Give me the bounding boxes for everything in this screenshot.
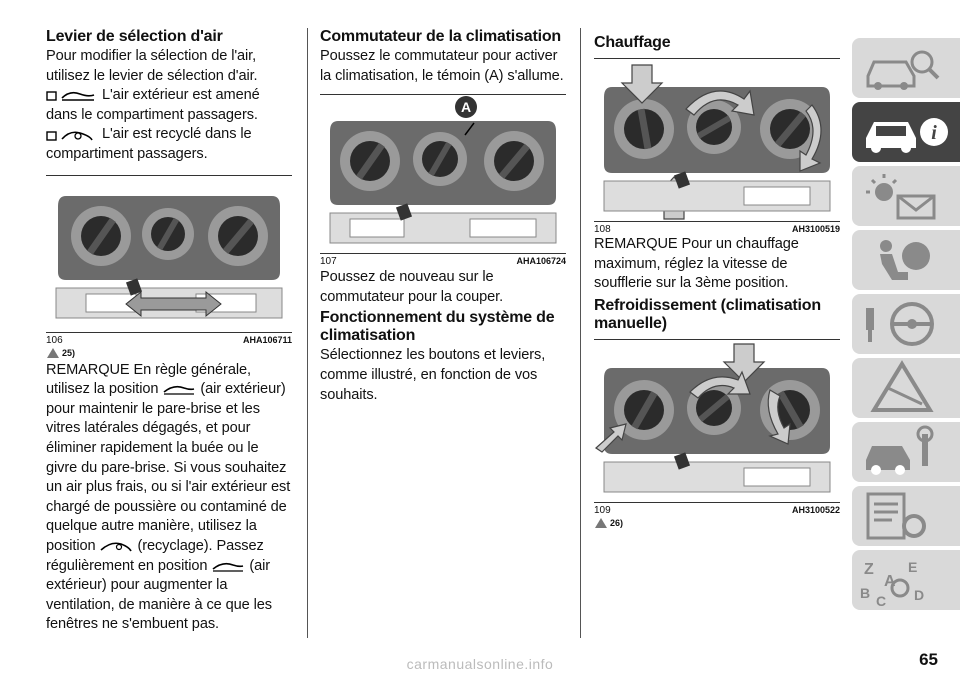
warning-ref-text: 26) — [610, 517, 624, 528]
column-divider — [307, 28, 308, 638]
tab-car-info[interactable]: i — [852, 102, 960, 162]
section-title-air-selection: Levier de sélection d'air — [46, 28, 223, 45]
column-3: Chauffage 108 AH3100 — [594, 28, 840, 529]
figure-number: 106 — [46, 334, 63, 346]
recirculation-icon — [46, 130, 93, 141]
paragraph-fresh-air: L'air extérieur est amené dans le compar… — [46, 86, 292, 125]
callout-label-a: A — [461, 99, 471, 115]
figure-number: 108 — [594, 224, 611, 235]
tab-airbag[interactable] — [852, 230, 960, 290]
section-title-ac-switch: Commutateur de la climatisation — [320, 28, 561, 45]
car-service-icon — [866, 425, 934, 475]
figure-107: A 107 AHA106724 — [320, 94, 566, 267]
figure-caption: 108 AH3100519 — [594, 224, 840, 235]
figure-106: 106 AHA106711 25) — [46, 174, 292, 359]
remark-text: (air extérieur) pour augmenter la ventil… — [46, 557, 272, 633]
paragraph: Poussez de nouveau sur le commutateur po… — [320, 269, 504, 305]
airbag-icon — [880, 240, 930, 280]
car-search-icon — [866, 50, 940, 90]
figure-code: AHA106724 — [516, 256, 566, 267]
figure-code: AH3100519 — [791, 224, 840, 234]
remark-paragraph: REMARQUE Pour un chauffage maximum, régl… — [594, 236, 799, 292]
figure-number: 109 — [594, 504, 611, 516]
section-title-cooling: Refroidissement (climatisation manuelle) — [594, 296, 821, 332]
paragraph-recirculation: L'air est recyclé dans le compartiment p… — [46, 125, 292, 164]
warning-ref-text: 25) — [62, 347, 76, 358]
figure-image — [594, 338, 840, 503]
figure-image — [594, 58, 840, 222]
recirculation-icon — [100, 542, 133, 552]
svg-text:B: B — [860, 585, 870, 601]
figure-caption: 109 AH3100522 — [594, 505, 840, 516]
figure-image — [46, 174, 292, 333]
figure-code: AH3100522 — [791, 504, 840, 515]
remark-paragraph: REMARQUE En règle générale, utilisez la … — [46, 361, 292, 635]
tab-warning-triangle[interactable] — [852, 358, 960, 418]
steering-key-icon — [866, 302, 934, 346]
warning-reference: 25) — [46, 347, 292, 359]
svg-text:E: E — [908, 559, 917, 575]
warning-reference: 26) — [594, 517, 840, 529]
column-divider — [580, 28, 581, 638]
tab-car-search[interactable] — [852, 38, 960, 98]
figure-image: A — [320, 94, 566, 255]
figure-caption: 106 AHA106711 — [46, 335, 292, 346]
paragraph: Pour modifier la sélection de l'air, uti… — [46, 48, 258, 84]
column-1: Levier de sélection d'air Pour modifier … — [46, 28, 292, 635]
figure-108: 108 AH3100519 — [594, 58, 840, 235]
section-title-ac-operation: Fonctionnement du système de climatisati… — [320, 309, 555, 345]
figure-caption: 107 AHA106724 — [320, 256, 566, 267]
figure-109: 109 AH3100522 26) — [594, 338, 840, 529]
warning-triangle-icon — [47, 347, 59, 358]
fresh-air-icon — [163, 386, 195, 395]
tab-steering-key[interactable] — [852, 294, 960, 354]
fresh-air-icon — [212, 562, 244, 572]
section-title-heating: Chauffage — [594, 34, 671, 51]
warning-triangle-icon — [870, 360, 934, 412]
remark-text: (recyclage). Passez régulièrement en pos… — [46, 537, 264, 574]
tab-specifications[interactable] — [852, 486, 960, 546]
column-2: Commutateur de la climatisation Poussez … — [320, 28, 566, 405]
remark-text: REMARQUE En règle générale, utilisez la … — [46, 361, 251, 398]
footer-watermark: carmanualsonline.info — [406, 656, 554, 672]
figure-code: AHA106711 — [242, 334, 292, 345]
car-info-icon: i — [866, 118, 948, 153]
svg-text:D: D — [914, 587, 924, 603]
warning-triangle-icon — [595, 517, 607, 528]
fresh-air-icon — [46, 91, 95, 102]
specifications-icon — [866, 492, 926, 540]
paragraph: Poussez le commutateur pour activer la c… — [320, 48, 564, 84]
svg-text:Z: Z — [864, 561, 874, 578]
paragraph: Sélectionnez les boutons et leviers, com… — [320, 347, 546, 403]
svg-text:i: i — [931, 122, 937, 144]
svg-text:C: C — [876, 593, 886, 609]
tab-car-service[interactable] — [852, 422, 960, 482]
paragraph-text: L'air est recyclé dans le compartiment p… — [46, 126, 252, 162]
tab-warning-lights[interactable] — [852, 166, 960, 226]
page-number: 65 — [919, 650, 938, 669]
figure-number: 107 — [320, 256, 337, 268]
remark-text: (air extérieur) pour maintenir le pare-b… — [46, 381, 291, 554]
warning-lights-icon — [866, 174, 936, 220]
paragraph-text: L'air extérieur est amené dans le compar… — [46, 87, 260, 123]
